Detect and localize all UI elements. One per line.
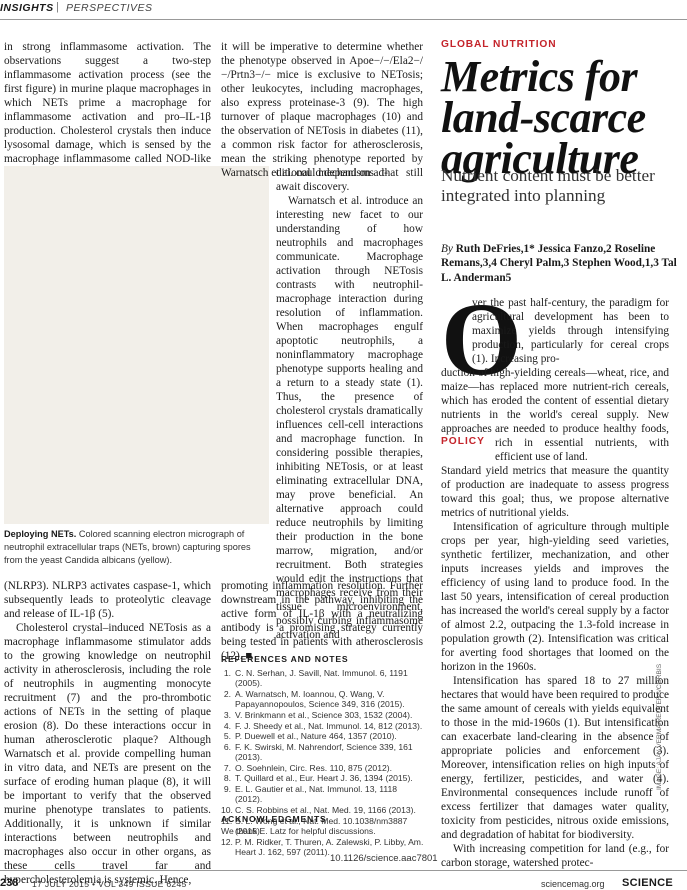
column-3-intro: ver the past half-century, the paradigm … <box>472 296 669 366</box>
reference-text: V. Brinkmann et al., Science 303, 1532 (… <box>235 710 413 720</box>
reference-text: E. L. Gautier et al., Nat. Immunol. 13, … <box>235 783 398 805</box>
reference-item: 2. A. Warnatsch, M. Ioannou, Q. Wang, V. … <box>221 689 426 710</box>
paragraph: promoting inflammation resolution. Furth… <box>221 580 423 662</box>
byline-authors: Ruth DeFries,1* Jessica Fanzo,2 Roseline… <box>441 243 677 284</box>
header-rule <box>0 19 687 20</box>
reference-number: 10. <box>221 804 233 815</box>
caption-label: Deploying NETs. <box>4 529 77 539</box>
acknowledgments-title: ACKNOWLEDGMENTS <box>221 814 327 824</box>
reference-number: 1. <box>223 668 231 678</box>
paragraph: in strong inflammasome activation. The o… <box>4 41 211 179</box>
reference-text: F. J. Sheedy et al., Nat. Immunol. 14, 8… <box>235 720 423 731</box>
article-dek: Nutrient content must be better integrat… <box>441 166 655 205</box>
paragraph: Cholesterol crystal–induced NETosis as a… <box>4 622 211 886</box>
article-kicker: GLOBAL NUTRITION <box>441 39 557 50</box>
policy-tag: POLICY <box>441 436 485 447</box>
reference-item: 4. F. J. Sheedy et al., Nat. Immunol. 14,… <box>221 721 426 731</box>
reference-text: F. K. Swirski, M. Nahrendorf, Science 33… <box>235 741 413 763</box>
column-3-body: Standard yield metrics that measure the … <box>441 464 669 870</box>
reference-number: 9. <box>223 783 231 794</box>
reference-number: 2. <box>223 689 231 699</box>
reference-number: 3. <box>223 710 231 720</box>
reference-number: 8. <box>223 773 231 784</box>
site-link[interactable]: sciencemag.org <box>541 879 605 889</box>
paragraph: are needed to produce healthy foods, ric… <box>495 423 669 463</box>
reference-item: 6. F. K. Swirski, M. Nahrendorf, Science … <box>221 742 426 763</box>
paragraph: (NLRP3). NLRP3 activates caspase-1, whic… <box>4 580 211 620</box>
article-title: Metrics for land-scarce agriculture <box>441 52 646 183</box>
reference-text: C. N. Serhan, J. Savill, Nat. Immunol. 6… <box>235 668 408 689</box>
reference-item: 9. E. L. Gautier et al., Nat. Immunol. 13… <box>221 784 426 805</box>
reference-text: S. L. Wong et al., Nat. Med. 10.1038/nm3… <box>235 815 408 836</box>
reference-item: 11.S. L. Wong et al., Nat. Med. 10.1038/… <box>221 816 426 837</box>
caption-text: Colored scanning electron micrograph of … <box>4 529 251 565</box>
reference-text: O. Soehnlein, Circ. Res. 110, 875 (2012)… <box>235 762 392 773</box>
article-byline: By Ruth DeFries,1* Jessica Fanzo,2 Rosel… <box>441 242 681 285</box>
reference-number: 7. <box>223 762 231 773</box>
reference-text: P. M. Ridker, T. Thuren, A. Zalewski, P.… <box>235 836 424 857</box>
footer-rule <box>0 870 687 871</box>
figure-image <box>4 166 269 524</box>
paragraph: Intensification has spared 18 to 27 mill… <box>441 675 669 841</box>
column-2-top: it will be imperative to determine wheth… <box>221 40 423 180</box>
header-section: INSIGHTS <box>0 2 54 14</box>
reference-item: 7. O. Soehnlein, Circ. Res. 110, 875 (201… <box>221 763 426 773</box>
reference-item: 5. P. Duewell et al., Nature 464, 1357 (2… <box>221 731 426 741</box>
running-header: INSIGHTS | PERSPECTIVES <box>0 0 687 22</box>
reference-text: P. Duewell et al., Nature 464, 1357 (201… <box>235 731 397 742</box>
paragraph: it will be imperative to determine wheth… <box>221 41 423 179</box>
column-3-beside-tag: are needed to produce healthy foods, ric… <box>495 422 669 464</box>
reference-item: 10.C. S. Robbins et al., Nat. Med. 19, 1… <box>221 805 426 815</box>
journal-name: SCIENCE <box>622 877 673 889</box>
issue-date: 17 JULY 2015 • VOL 349 ISSUE 6245 <box>32 879 187 889</box>
byline-prefix: By <box>441 243 453 255</box>
column-1-top: in strong inflammasome activation. The o… <box>4 40 211 180</box>
acknowledgments-text: We thank E. Latz for helpful discussions… <box>221 826 376 836</box>
reference-item: 8. T. Quillard et al., Eur. Heart J. 36, … <box>221 773 426 783</box>
paragraph: With increasing competition for land (e.… <box>441 843 669 869</box>
column-2-mid: ditional mechanisms that still await dis… <box>276 166 423 642</box>
reference-text: C. S. Robbins et al., Nat. Med. 19, 1166… <box>235 804 416 815</box>
references-list: 1. C. N. Serhan, J. Savill, Nat. Immunol.… <box>221 668 426 858</box>
reference-number: 12. <box>221 836 233 847</box>
reference-item: 12.P. M. Ridker, T. Thuren, A. Zalewski,… <box>221 837 426 858</box>
reference-item: 1. C. N. Serhan, J. Savill, Nat. Immunol.… <box>221 668 426 689</box>
column-2-bottom: promoting inflammation resolution. Furth… <box>221 579 423 663</box>
reference-number: 4. <box>223 720 231 731</box>
paragraph: Standard yield metrics that measure the … <box>441 465 669 519</box>
paragraph: Warnatsch et al. introduce an interestin… <box>276 195 423 641</box>
reference-number: 6. <box>223 741 231 752</box>
column-3-continued: duction of high-yielding cereals—wheat, … <box>441 366 669 436</box>
paragraph: duction of high-yielding cereals—wheat, … <box>441 367 669 435</box>
figure-caption: Deploying NETs. Colored scanning electro… <box>4 528 266 567</box>
paragraph: Intensification of agriculture through m… <box>441 521 669 673</box>
doi: 10.1126/science.aac7801 <box>330 853 438 864</box>
header-subsection: PERSPECTIVES <box>66 2 153 14</box>
column-1-bottom: (NLRP3). NLRP3 activates caspase-1, whic… <box>4 579 211 887</box>
reference-text: T. Quillard et al., Eur. Heart J. 36, 13… <box>235 773 413 784</box>
reference-number: 11. <box>221 815 233 826</box>
reference-item: 3. V. Brinkmann et al., Science 303, 1532… <box>221 710 426 720</box>
paragraph: ver the past half-century, the paradigm … <box>472 297 669 365</box>
reference-number: 5. <box>223 731 231 742</box>
page-number: 238 <box>0 877 19 889</box>
paragraph: ditional mechanisms that still await dis… <box>276 167 423 193</box>
references-title: REFERENCES AND NOTES <box>221 654 349 664</box>
image-credit: IMAGE: AJAY VERMA/REUTERS/CORBIS <box>656 663 663 790</box>
reference-text: A. Warnatsch, M. Ioannou, Q. Wang, V. Pa… <box>235 689 405 710</box>
header-separator: | <box>56 1 59 13</box>
